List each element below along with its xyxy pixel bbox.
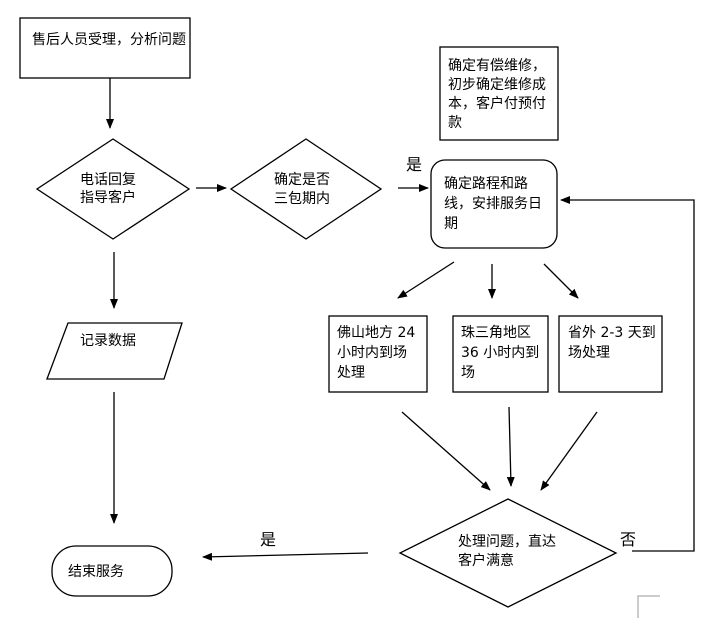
node-pearl-delta: 珠三角地区 36 小时内到场 [452, 315, 549, 393]
node-pearl-delta-text: 珠三角地区 36 小时内到场 [461, 325, 539, 381]
edges [106, 78, 695, 561]
node-end-text-line: 结束服务 [68, 564, 124, 580]
edge-label-satisfied-no: 否 [620, 530, 636, 549]
node-start: 售后人员受理，分析问题 [19, 17, 191, 79]
node-resolve-check-text-line: 处理问题，直达 [458, 533, 556, 550]
node-phone-guide-text-line: 指导客户 [80, 189, 136, 206]
node-warranty-check-text-line: 三包期内 [274, 191, 330, 207]
node-paid-repair-text-line: 款 [448, 115, 462, 131]
page-corner-mark [637, 595, 660, 618]
node-warranty-check: 确定是否三包期内 [229, 138, 383, 240]
node-start-text-line: 售后人员受理，分析问题 [32, 32, 186, 48]
node-record-data: 记录数据 [46, 322, 183, 380]
node-warranty-check-text: 确定是否三包期内 [274, 172, 330, 207]
node-end: 结束服务 [51, 545, 173, 597]
node-record-data-text: 记录数据 [80, 333, 136, 349]
edge-label-satisfied-yes: 是 [260, 530, 276, 549]
node-outside-province: 省外 2-3 天到场处理 [558, 315, 663, 393]
node-phone-guide-text: 电话回复指导客户 [80, 171, 136, 206]
node-route-schedule-text-line: 期 [444, 216, 458, 232]
edge-route-to-foshan [397, 261, 455, 299]
node-start-text: 售后人员受理，分析问题 [32, 32, 186, 48]
node-pearl-delta-text-line: 珠三角地区 [461, 325, 531, 341]
node-outside-province-text: 省外 2-3 天到场处理 [568, 325, 656, 361]
node-end-text: 结束服务 [68, 564, 124, 580]
node-resolve-check: 处理问题，直达客户满意 [398, 498, 618, 608]
node-resolve-check-text: 处理问题，直达客户满意 [458, 533, 556, 569]
node-foshan-text: 佛山地方 24 小时内到场处理 [337, 325, 415, 381]
node-outside-province-text-line: 省外 2-3 天到 [568, 325, 656, 341]
node-foshan-text-line: 佛山地方 24 [337, 325, 415, 341]
edge-pearl-delta-to-resolve-check [506, 406, 515, 487]
edge-resolve-check-loop-to-route-schedule [560, 196, 695, 552]
node-warranty-check-text-line: 确定是否 [274, 172, 330, 188]
node-paid-repair: 确定有偿维修， 初步确定维修成本，客户付预付款 [439, 46, 559, 141]
node-foshan: 佛山地方 24 小时内到场处理 [328, 315, 428, 393]
edge-outside-province-to-resolve-check [540, 411, 598, 491]
node-paid-repair-text-line: 本，客户付预付 [448, 95, 546, 112]
node-outside-province-text-line: 场处理 [568, 345, 610, 361]
node-route-schedule: 确定路程和路线，安排服务日期 [430, 159, 558, 249]
node-paid-repair-text: 确定有偿维修， 初步确定维修成本，客户付预付款 [448, 58, 546, 131]
edge-label-warranty-yes: 是 [406, 155, 422, 174]
node-phone-guide: 电话回复指导客户 [35, 138, 191, 240]
node-pearl-delta-text-line: 场 [461, 365, 475, 381]
edge-foshan-to-resolve-check [401, 411, 491, 491]
node-foshan-text-line: 处理 [337, 365, 365, 381]
node-paid-repair-text-line: 初步确定维修成 [448, 76, 546, 93]
node-paid-repair-text-line: 确定有偿维修， [448, 58, 546, 74]
node-route-schedule-text: 确定路程和路线，安排服务日期 [444, 176, 542, 232]
node-route-schedule-text-line: 确定路程和路 [444, 176, 528, 192]
edge-resolve-check-to-end [202, 552, 369, 561]
edge-route-to-outside-province [543, 263, 579, 299]
node-resolve-check-text-line: 客户满意 [458, 552, 514, 569]
node-record-data-text-line: 记录数据 [80, 333, 136, 349]
node-route-schedule-text-line: 线，安排服务日 [444, 196, 542, 212]
node-foshan-text-line: 小时内到场 [337, 345, 407, 361]
node-pearl-delta-text-line: 36 小时内到 [461, 345, 539, 361]
node-phone-guide-text-line: 电话回复 [80, 171, 136, 188]
